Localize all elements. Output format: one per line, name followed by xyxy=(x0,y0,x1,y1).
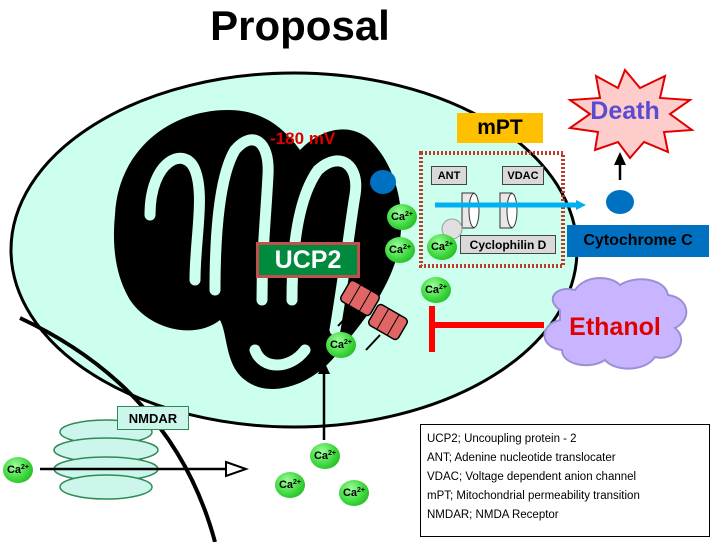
ant-label: ANT xyxy=(431,166,467,185)
legend-item: NMDAR; NMDA Receptor xyxy=(427,509,559,521)
cyclophilin-d-label: Cyclophilin D xyxy=(460,235,556,254)
cytochrome-c-released xyxy=(606,190,634,214)
ucp2-channels xyxy=(337,279,409,351)
calcium-influx-arrowhead xyxy=(225,460,250,478)
nmdar-receptor xyxy=(53,419,159,500)
death-label: Death xyxy=(590,97,660,125)
death-starburst xyxy=(567,68,695,160)
cytochrome-release-arrowhead xyxy=(576,200,586,210)
cytochrome-c-inside xyxy=(370,170,396,194)
ethanol-cloud xyxy=(543,277,688,370)
calcium-uptake-arrowhead xyxy=(318,361,330,374)
nmdar-label: NMDAR xyxy=(117,406,189,430)
mpt-channel-cylinders xyxy=(461,192,518,229)
cytochrome-c-label: Cytochrome C xyxy=(567,225,709,257)
vdac-label: VDAC xyxy=(502,166,544,185)
abbreviation-legend: UCP2; Uncoupling protein - 2 ANT; Adenin… xyxy=(420,424,710,537)
ucp2-label: UCP2 xyxy=(256,242,360,278)
legend-item: mPT; Mitochondrial permeability transiti… xyxy=(427,490,640,502)
plasma-membrane xyxy=(19,316,217,542)
membrane-potential-label: -180 mV xyxy=(270,129,336,148)
death-arrowhead xyxy=(614,152,626,165)
page-title: Proposal xyxy=(210,2,390,49)
ethanol-label: Ethanol xyxy=(569,313,661,341)
legend-item: UCP2; Uncoupling protein - 2 xyxy=(427,433,577,445)
legend-item: VDAC; Voltage dependent anion channel xyxy=(427,471,637,483)
mpt-label: mPT xyxy=(457,113,543,143)
legend-item: ANT; Adenine nucleotide translocater xyxy=(427,452,616,464)
mpt-complex-outline xyxy=(419,151,565,268)
